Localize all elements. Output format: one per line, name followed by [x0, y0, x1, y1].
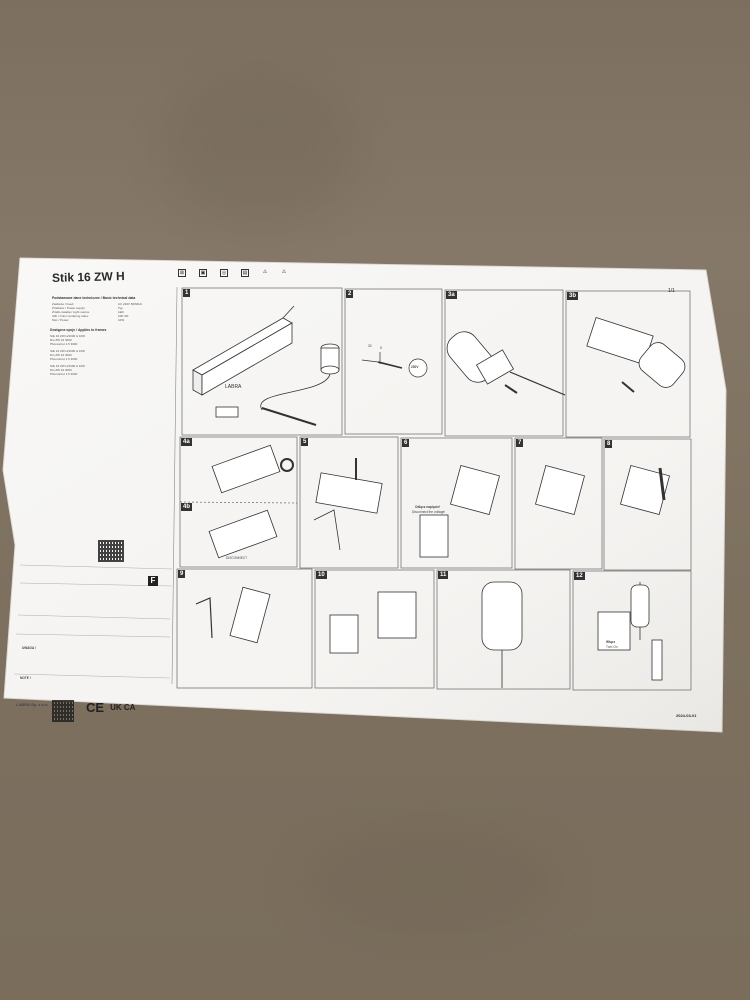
tech-table: Zasilanie / Feed Źródłowo / Power supply… [52, 302, 89, 322]
tech-row: Źródło światła / Light source [52, 310, 90, 314]
step-badge: 1 [183, 289, 191, 297]
disconnect-sublabel: Disconnect the voltage! [412, 510, 446, 514]
output-heading: Dostępne opcje / Applies to frames [50, 328, 107, 332]
output-row: PhonosCut 1.5 3000 [50, 342, 78, 346]
date-code: 2024-03-01 [676, 713, 697, 718]
strip-length-label: 30 [368, 344, 372, 348]
turn-on-label: Włącz [606, 640, 616, 644]
tech-value: Typ [118, 306, 123, 310]
step-badge: 3b [567, 292, 579, 300]
page-title: Stik 16 ZW H [51, 269, 125, 285]
step-badge: 11 [438, 571, 449, 579]
tech-value: AC 220V 50/60Hz [118, 302, 143, 306]
tech-values: AC 220V 50/60Hz Typ LED CRI>90 10W [118, 302, 142, 322]
disposal-icon: ⊠ [178, 269, 186, 277]
safety-icons: ⊠ ▣ ◎ ▤ ⚠ ⚠ [178, 269, 287, 277]
output-row: Dio ZW 16 3000 [50, 368, 72, 372]
disconnect-note: DISCONNECT [226, 556, 248, 560]
qr-code [98, 540, 124, 562]
tech-row: CRI / Color rendering index [52, 314, 89, 318]
output-row: Stik 16 ZW H/1000 & 10W [50, 334, 86, 338]
note-label: NOTE ! [20, 676, 31, 680]
ce-mark: CE [86, 700, 105, 715]
warning-label: UWAGA ! [22, 646, 37, 650]
output-list: Stik 16 ZW H/1000 & 10W Dio ZW 16 3000 P… [50, 334, 85, 376]
step-badge: 3a [446, 291, 457, 299]
page-number: 1/1 [668, 288, 675, 294]
step-badge: 5 [301, 438, 309, 446]
certification-marks: CE UK CA [86, 700, 135, 715]
tech-value: 10W [118, 318, 125, 322]
step-badge: 2 [346, 290, 354, 298]
step-badge: 12 [574, 572, 585, 580]
output-row: Dio ZW 16 3000 [50, 338, 72, 342]
output-row: PhonosCut 1.5 3000 [50, 357, 78, 361]
tech-row: Zasilanie / Feed [52, 302, 74, 306]
tech-value: LED [118, 310, 124, 314]
output-row: Stik 16 ZW H/1000 & 10W [50, 364, 86, 368]
ukca-mark: UK CA [110, 703, 136, 712]
tech-value: CRI>90 [118, 314, 129, 318]
step-badge: 8 [605, 440, 613, 448]
energy-class-label: F [148, 576, 158, 586]
step-badge: 7 [516, 439, 524, 447]
step-badge: 10 [316, 571, 327, 579]
output-row: PhonosCut 1.5 3000 [50, 372, 78, 376]
disconnect-label: Odłącz napięcie! [415, 505, 441, 509]
output-row: Dio ZW 16 3000 [50, 353, 72, 357]
svg-text:LABRA: LABRA [225, 384, 242, 390]
tech-row: Źródłowo / Power supply [52, 306, 85, 310]
step-badge: 6 [402, 439, 410, 447]
warning-icon: ⚠ [262, 269, 268, 275]
company-name: LABRA Sp. z o.o. [16, 702, 49, 707]
tech-row: Moc / Power [52, 318, 69, 322]
dimmer-icon: ◎ [220, 269, 228, 277]
step-badge: 4b [181, 503, 193, 511]
step-badge: 9 [178, 570, 186, 578]
hot-surface-icon: ⚠ [281, 269, 287, 275]
step-badge: 4a [181, 438, 192, 446]
strip-length-label: 5 [380, 346, 382, 350]
panel-grid [176, 287, 692, 691]
voltage-label: 230V [411, 365, 419, 369]
tech-heading: Podstawowe dane techniczne / Basic techn… [52, 296, 136, 300]
class-icon: ▤ [241, 269, 249, 277]
output-row: Stik 16 ZW H/1000 & 10W [50, 349, 86, 353]
turn-on-sublabel: Turn On [606, 645, 618, 649]
indoor-icon: ▣ [199, 269, 207, 277]
qr-code [52, 700, 74, 722]
